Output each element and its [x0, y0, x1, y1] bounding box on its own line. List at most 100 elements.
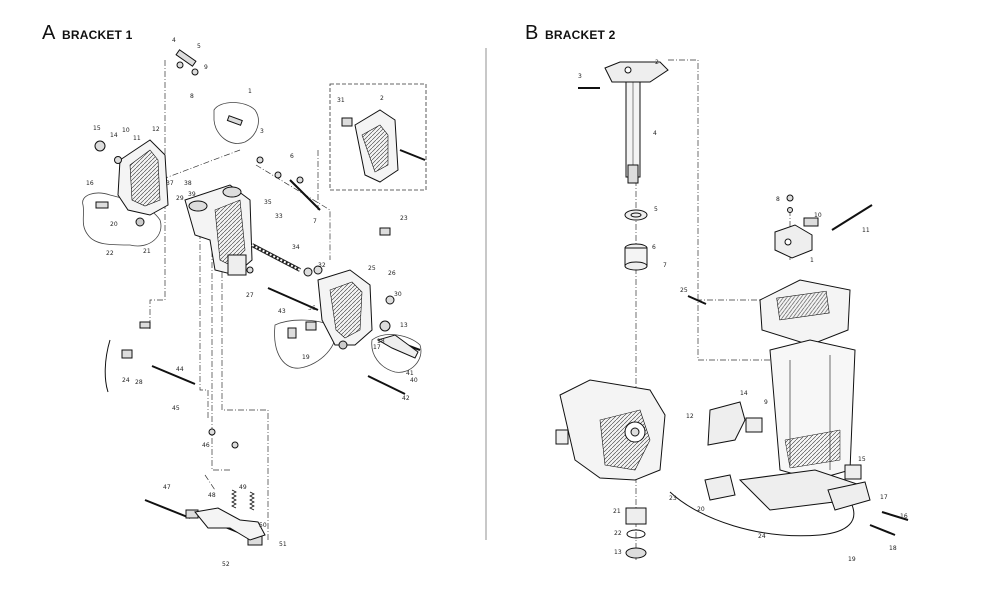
- callout-a-25: 25: [368, 265, 376, 272]
- callout-a-16: 16: [86, 180, 94, 187]
- callout-a-52: 52: [222, 561, 230, 568]
- tilt-spring: [251, 243, 323, 277]
- callout-b-18: 18: [889, 545, 897, 552]
- callout-b-7: 7: [663, 262, 667, 269]
- callout-a-17: 17: [373, 344, 381, 351]
- shaft-washer: [624, 209, 648, 221]
- callout-a-5: 5: [197, 43, 201, 50]
- callout-b-15: 15: [858, 456, 866, 463]
- callout-a-15: 15: [93, 125, 101, 132]
- callout-b-25: 25: [680, 287, 688, 294]
- bracket-1-diagram: 1 2 3 4 5 6 7 8 9 10 11 12 13 14 15 16 1…: [82, 37, 427, 568]
- callout-a-11: 11: [133, 135, 141, 142]
- callout-a-46: 46: [202, 442, 210, 449]
- callout-a-44: 44: [176, 366, 184, 373]
- inset-bracket-part: [341, 109, 426, 183]
- callout-a-37: 37: [166, 180, 174, 187]
- callout-a-51: 51: [279, 541, 287, 548]
- callout-b-1: 1: [810, 257, 814, 264]
- callout-b-21: 21: [613, 508, 621, 515]
- ground-cable: [669, 491, 855, 537]
- callout-a-36: 36: [308, 305, 316, 312]
- callout-a-14: 14: [110, 132, 118, 139]
- callout-a-19: 19: [302, 354, 310, 361]
- callout-a-33: 33: [275, 213, 283, 220]
- callout-a-23: 23: [400, 215, 408, 222]
- callout-b-10: 10: [814, 212, 822, 219]
- callout-a-30: 30: [394, 291, 402, 298]
- callout-a-29: 29: [176, 195, 184, 202]
- callout-a-12: 12: [152, 126, 160, 133]
- callout-b-4: 4: [653, 130, 657, 137]
- callout-a-27: 27: [246, 292, 254, 299]
- callout-a-49: 49: [239, 484, 247, 491]
- mount-block: [774, 194, 873, 259]
- callout-a-28: 28: [135, 379, 143, 386]
- assembly-leader-lines: [149, 60, 331, 540]
- callout-a-39: 39: [188, 191, 196, 198]
- callout-a-42: 42: [402, 395, 410, 402]
- callout-b-3: 3: [578, 73, 582, 80]
- callout-a-20: 20: [110, 221, 118, 228]
- right-clamp-bracket: [317, 269, 395, 350]
- section-b-title: BRACKET 2: [545, 28, 616, 42]
- swivel-bracket: [184, 184, 253, 276]
- callout-a-1: 1: [248, 88, 252, 95]
- callout-a-13: 13: [400, 322, 408, 329]
- callout-b-11: 11: [862, 227, 870, 234]
- left-clamp-bracket: [94, 139, 169, 227]
- bolt-lower-a: [881, 511, 909, 521]
- callout-b-23: 23: [669, 495, 677, 502]
- callout-a-26: 26: [388, 270, 396, 277]
- callout-a-32: 32: [318, 262, 326, 269]
- callout-a-48: 48: [208, 492, 216, 499]
- tilt-lever: [376, 334, 419, 359]
- callout-a-45: 45: [172, 405, 180, 412]
- callout-a-3: 3: [260, 128, 264, 135]
- callout-a-21: 21: [143, 248, 151, 255]
- callout-a-35: 35: [264, 199, 272, 206]
- drive-shaft-housing: [738, 339, 861, 511]
- group-outline-left: [82, 192, 162, 247]
- bracket-2-diagram: 1 2 3 4 5 6 7 8 9 10 11 12 13 14 15 16 1…: [555, 59, 909, 563]
- callout-a-6: 6: [290, 153, 294, 160]
- lower-clamp-assembly: [555, 379, 666, 481]
- callout-a-9: 9: [204, 64, 208, 71]
- callout-a-41: 41: [406, 370, 414, 377]
- callout-a-38: 38: [184, 180, 192, 187]
- section-a-letter: A: [42, 22, 56, 44]
- mid-bolt: [687, 295, 707, 305]
- callout-a-40: 40: [410, 377, 418, 384]
- callout-a-22: 22: [106, 250, 114, 257]
- rods-and-bolts: [144, 179, 421, 541]
- callout-b-13: 13: [614, 549, 622, 556]
- bottom-bushings: [625, 507, 647, 559]
- callout-b-22: 22: [614, 530, 622, 537]
- callout-b-16: 16: [900, 513, 908, 520]
- callout-a-8: 8: [190, 93, 194, 100]
- callout-b-2: 2: [655, 59, 659, 66]
- group-outline-lever: [371, 334, 422, 373]
- callout-b-9: 9: [764, 399, 768, 406]
- steering-shaft: [604, 61, 669, 184]
- callout-b-6: 6: [652, 244, 656, 251]
- linkage-plate: [194, 507, 266, 541]
- callout-a-4: 4: [172, 37, 176, 44]
- group-outline-top: [213, 102, 259, 144]
- cable-left: [104, 339, 111, 393]
- callout-a-7: 7: [313, 218, 317, 225]
- section-a-title: BRACKET 1: [62, 28, 133, 42]
- callout-b-17: 17: [880, 494, 888, 501]
- callout-a-18: 18: [377, 338, 385, 345]
- callout-b-8: 8: [776, 196, 780, 203]
- callout-a-43: 43: [278, 308, 286, 315]
- lower-springs: [231, 489, 255, 511]
- shaft-washer-hole: [630, 212, 642, 218]
- callout-b-5: 5: [654, 206, 658, 213]
- detail-inset-box: [329, 83, 427, 191]
- callout-b-24: 24: [758, 533, 766, 540]
- callout-b-14: 14: [740, 390, 748, 397]
- callout-a-47: 47: [163, 484, 171, 491]
- bracket-1-callouts: 1 2 3 4 5 6 7 8 9 10 11 12 13 14 15 16 1…: [86, 37, 418, 568]
